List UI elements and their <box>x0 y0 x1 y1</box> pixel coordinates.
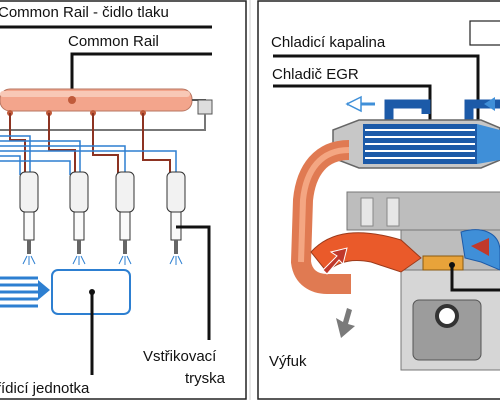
coolant-label: Chladicí kapalina <box>271 34 386 51</box>
common-rail-diagram <box>0 0 247 400</box>
piston-leader-dot <box>449 262 455 268</box>
egr-diagram <box>257 0 500 400</box>
pressure-valve <box>197 99 213 115</box>
coolant-in-arrow <box>484 97 495 111</box>
injector-feed-lines <box>9 113 171 175</box>
return-line <box>0 114 206 131</box>
control-unit <box>0 269 131 315</box>
panel-border <box>0 0 247 400</box>
injector-label-line2: tryska <box>185 370 226 387</box>
egr-panel: Chladicí kapalina Chladič EGR Výfuk <box>251 0 500 400</box>
coolant-arrow-head <box>345 95 362 113</box>
panel-border <box>257 0 500 400</box>
piston-crown <box>422 255 464 271</box>
control-wires <box>0 135 177 175</box>
egr-cooler-tubes <box>365 129 475 159</box>
intake-flow-arrow <box>471 238 489 256</box>
coolant-leader-line <box>273 54 480 120</box>
hot-pipe-highlight <box>298 147 350 263</box>
common-rail-panel: Common Rail - čidlo tlaku Common Rail Vs… <box>0 0 249 400</box>
egr-cooler-label: Chladič EGR <box>272 66 359 83</box>
coolant-out-pipe <box>384 99 431 130</box>
panel-divider <box>249 0 251 400</box>
egr-cooler-outlet-gas <box>477 124 500 164</box>
injector-4 <box>166 171 186 254</box>
rail-sensor-label: Common Rail - čidlo tlaku <box>0 4 169 21</box>
injector-label-line1: Vstřikovací <box>143 348 217 365</box>
injector-1 <box>19 171 39 254</box>
control-unit-label: řídicí jednotka <box>0 380 90 397</box>
rail-label: Common Rail <box>68 33 159 50</box>
top-label-box <box>469 20 500 46</box>
exhaust-flow-arrow <box>322 247 348 275</box>
rail-highlight <box>0 91 190 97</box>
exhaust-port-gas <box>310 232 422 273</box>
injector-2 <box>69 171 89 254</box>
exhaust-outflow-arrow <box>336 308 355 338</box>
injector-leader-line <box>176 225 211 340</box>
injector-spray <box>22 255 183 265</box>
exhaust-label: Výfuk <box>269 353 307 370</box>
injector-3 <box>115 171 135 254</box>
rail-sensor <box>68 96 76 104</box>
rail-leader-line <box>70 52 212 100</box>
engine-block <box>346 191 500 371</box>
piston-leader-line <box>450 265 500 292</box>
